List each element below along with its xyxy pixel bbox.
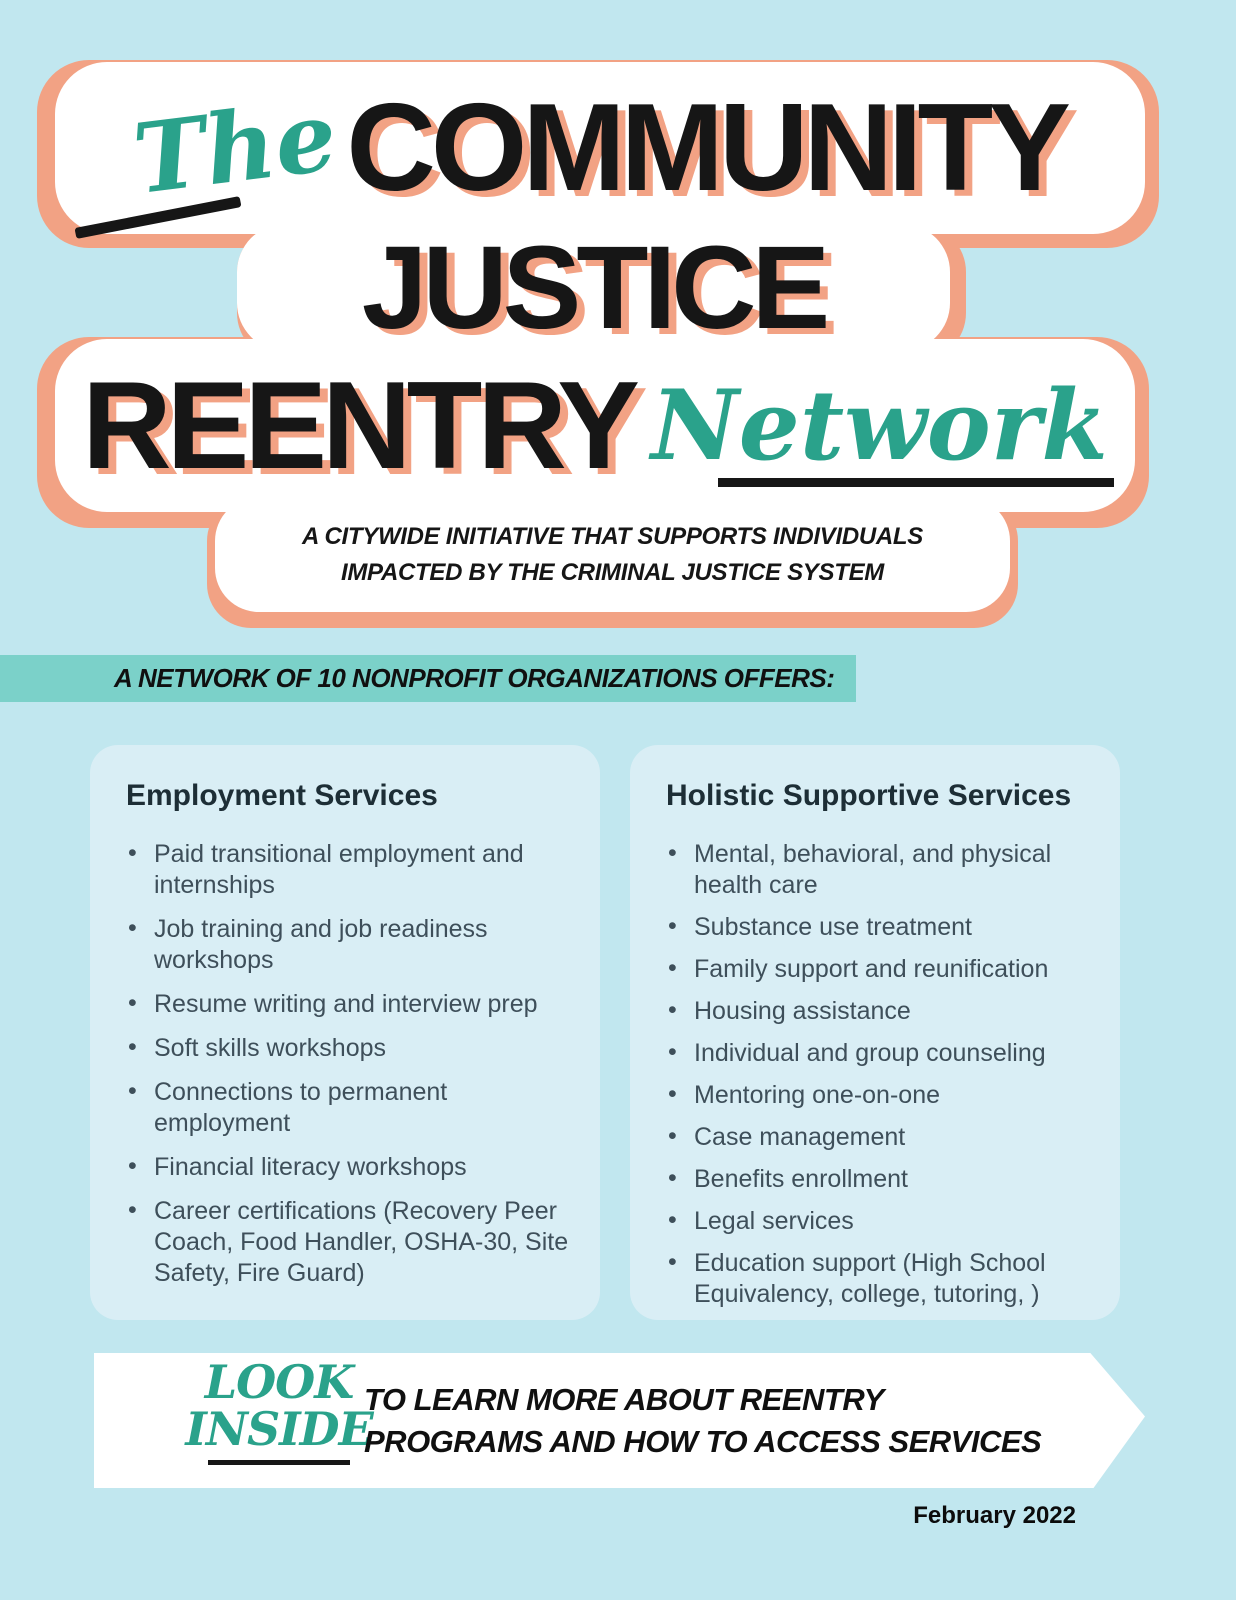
message-line-1: TO LEARN MORE ABOUT REENTRY: [364, 1381, 884, 1417]
service-list-item: Mentoring one-on-one: [666, 1079, 1102, 1111]
white-title-card: [237, 224, 950, 351]
panel-heading-employment: Employment Services: [126, 779, 438, 812]
service-list-item: Resume writing and interview prep: [126, 988, 582, 1020]
service-list-item: Connections to permanent employment: [126, 1076, 582, 1139]
offer-banner-label: A NETWORK OF 10 NONPROFIT ORGANIZATIONS …: [114, 663, 835, 693]
look-inside-arrow-banner: LOOK INSIDE TO LEARN MORE ABOUT REENTRY …: [94, 1353, 1145, 1488]
title-row-justice: JUSTICE: [237, 221, 966, 361]
offer-banner: A NETWORK OF 10 NONPROFIT ORGANIZATIONS …: [0, 655, 856, 702]
subtitle-text: A CITYWIDE INITIATIVE THAT SUPPORTS INDI…: [302, 519, 923, 591]
holistic-services-panel: Holistic Supportive Services Mental, beh…: [630, 745, 1120, 1320]
service-list-item: Substance use treatment: [666, 911, 1102, 943]
title-word-community: COMMUNITY: [346, 79, 1071, 217]
look-inside-message: TO LEARN MORE ABOUT REENTRY PROGRAMS AND…: [364, 1353, 1042, 1488]
title-row-community: The COMMUNITY: [37, 60, 1159, 248]
publication-date: February 2022: [913, 1502, 1076, 1529]
title-word-justice: JUSTICE: [361, 221, 830, 354]
title-word-reentry: REENTRY: [82, 356, 640, 495]
service-list-item: Family support and reunification: [666, 953, 1102, 985]
look-script-line-1: LOOK: [204, 1355, 354, 1409]
message-line-2: PROGRAMS AND HOW TO ACCESS SERVICES: [364, 1423, 1042, 1459]
holistic-services-list: Mental, behavioral, and physical health …: [666, 838, 1102, 1310]
title-row-reentry: REENTRY Network: [37, 337, 1149, 528]
panel-heading-holistic: Holistic Supportive Services: [666, 779, 1072, 812]
look-inside-script: LOOK INSIDE: [185, 1355, 374, 1465]
service-list-item: Legal services: [666, 1205, 1102, 1237]
service-list-item: Individual and group counseling: [666, 1037, 1102, 1069]
subtitle-line-1: A CITYWIDE INITIATIVE THAT SUPPORTS INDI…: [301, 522, 924, 550]
title-prefix-the: The: [127, 79, 343, 216]
service-list-item: Housing assistance: [666, 995, 1102, 1027]
service-list-item: Mental, behavioral, and physical health …: [666, 838, 1102, 901]
employment-services-panel: Employment Services Paid transitional em…: [90, 745, 600, 1320]
service-list-item: Case management: [666, 1121, 1102, 1153]
network-underline-stroke: [718, 478, 1114, 487]
service-list-item: Career certifications (Recovery Peer Coa…: [126, 1195, 582, 1289]
look-script-line-2: INSIDE: [185, 1401, 373, 1456]
service-list-item: Benefits enrollment: [666, 1163, 1102, 1195]
employment-services-list: Paid transitional employment and interns…: [126, 838, 582, 1289]
white-title-card: [215, 497, 1010, 612]
look-inside-underline-stroke: [208, 1459, 350, 1465]
service-list-item: Education support (High School Equivalen…: [666, 1247, 1102, 1310]
service-list-item: Paid transitional employment and interns…: [126, 838, 582, 901]
title-suffix-network: Network: [650, 368, 1108, 482]
service-list-item: Job training and job readiness workshops: [126, 913, 582, 976]
service-list-item: Financial literacy workshops: [126, 1151, 582, 1183]
service-list-item: Soft skills workshops: [126, 1032, 582, 1064]
title-subtitle-card: A CITYWIDE INITIATIVE THAT SUPPORTS INDI…: [207, 497, 1018, 628]
subtitle-line-2: IMPACTED BY THE CRIMINAL JUSTICE SYSTEM: [340, 558, 884, 586]
